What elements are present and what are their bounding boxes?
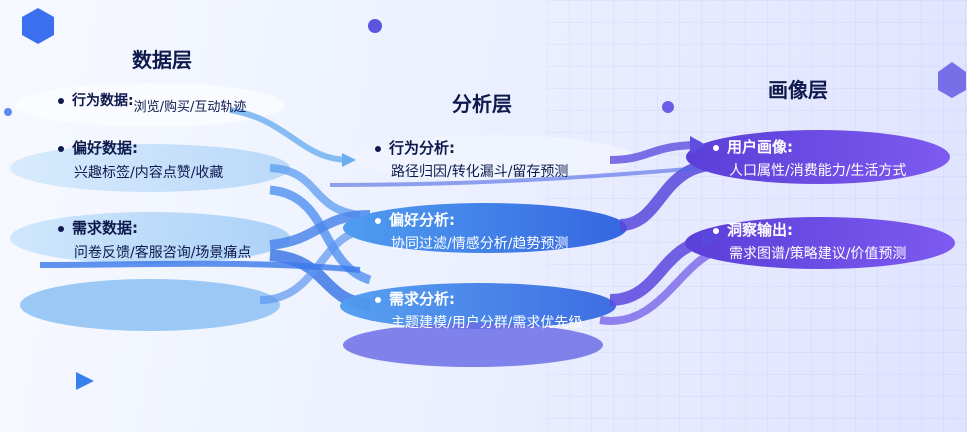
insight-output-node: 洞察输出: 需求图谱/策略建议/价值预测 xyxy=(713,219,906,263)
user-portrait-node: 用户画像: 人口属性/消费能力/生活方式 xyxy=(713,136,906,180)
demand-data-node: 需求数据: 问卷反馈/客服咨询/场景痛点 xyxy=(58,217,251,262)
node-detail: 协同过滤/情感分析/趋势预测 xyxy=(391,236,569,252)
bullet-icon xyxy=(713,144,719,151)
portrait-ellipse-1 xyxy=(686,130,950,184)
node-detail: 需求图谱/策略建议/价值预测 xyxy=(729,246,907,262)
node-head: 洞察输出: xyxy=(727,221,793,239)
analysis-layer-title: 分析层 xyxy=(452,92,512,116)
node-detail: 路径归因/转化漏斗/留存预测 xyxy=(391,164,569,180)
bullet-icon xyxy=(58,98,64,104)
bullet-icon xyxy=(58,145,64,152)
data-ellipse-4 xyxy=(20,279,280,331)
node-head: 偏好数据: xyxy=(72,139,138,157)
node-detail: 主题建模/用户分群/需求优先级 xyxy=(391,315,583,331)
dot-decoration xyxy=(368,19,382,33)
preference-data-node: 偏好数据: 兴趣标签/内容点赞/收藏 xyxy=(58,137,223,182)
analysis-ellipse-2 xyxy=(343,203,627,253)
analysis-ellipse-3 xyxy=(340,283,616,329)
node-head: 偏好分析: xyxy=(389,211,455,229)
node-detail: 兴趣标签/内容点赞/收藏 xyxy=(74,165,224,181)
bullet-icon xyxy=(375,217,381,224)
demand-analysis-node: 需求分析: 主题建模/用户分群/需求优先级 xyxy=(375,288,582,332)
dot-decoration xyxy=(4,108,12,116)
node-detail: 人口属性/消费能力/生活方式 xyxy=(729,163,907,179)
background-grid xyxy=(547,0,967,432)
preference-analysis-node: 偏好分析: 协同过滤/情感分析/趋势预测 xyxy=(375,209,568,253)
data-layer-title: 数据层 xyxy=(132,48,192,72)
analysis-ellipse-1 xyxy=(355,135,635,181)
node-head: 需求分析: xyxy=(389,290,455,308)
arrow-to-behavior-analysis xyxy=(342,153,356,167)
hexagon-decoration xyxy=(22,8,54,44)
node-detail: 问卷反馈/客服咨询/场景痛点 xyxy=(74,245,252,261)
behavior-data-node: 行为数据:浏览/购买/互动轨迹 xyxy=(58,90,246,115)
cube-decoration xyxy=(938,62,966,98)
play-triangle-icon xyxy=(76,372,94,390)
bullet-icon xyxy=(58,225,64,232)
data-ellipse-3 xyxy=(10,212,290,264)
node-detail: 浏览/购买/互动轨迹 xyxy=(133,100,247,115)
arrow-to-insight-output xyxy=(702,230,720,246)
node-head: 需求数据: xyxy=(72,219,138,237)
data-ellipse-2 xyxy=(10,144,290,192)
dot-decoration xyxy=(662,101,674,113)
bullet-icon xyxy=(375,296,381,303)
bullet-icon xyxy=(375,145,381,152)
bullet-icon xyxy=(713,227,719,234)
node-head: 行为数据: xyxy=(72,93,134,109)
node-head: 行为分析: xyxy=(389,139,455,157)
portrait-ellipse-2 xyxy=(685,217,955,269)
behavior-analysis-node: 行为分析: 路径归因/转化漏斗/留存预测 xyxy=(375,137,568,181)
data-ellipse-1 xyxy=(15,83,285,127)
node-head: 用户画像: xyxy=(727,138,793,156)
arrow-to-user-portrait xyxy=(690,136,706,154)
portrait-layer-title: 画像层 xyxy=(768,78,828,102)
analysis-ellipse-4 xyxy=(343,323,603,367)
